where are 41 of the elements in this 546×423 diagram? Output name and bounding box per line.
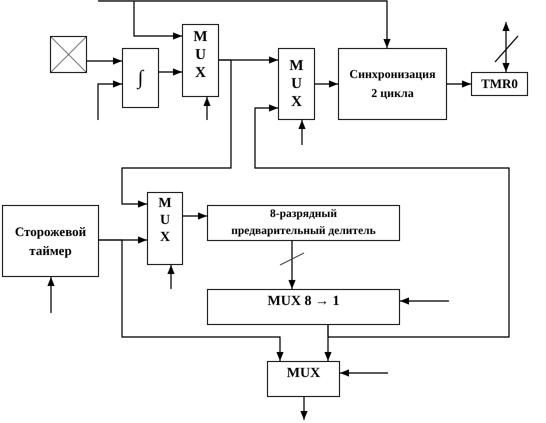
arrow: [502, 22, 510, 72]
multiplexer-block: [182, 24, 219, 97]
arrow: [99, 239, 284, 361]
arrow: [98, 0, 391, 48]
timer-register-block: [471, 72, 528, 96]
arrow: [300, 397, 308, 420]
block-label: MUX 8 → 1: [268, 293, 340, 310]
arrow: [121, 59, 232, 208]
arrow: [47, 277, 55, 313]
block-label: 8-разрядный предварительный делитель: [230, 207, 377, 239]
sync-block: [338, 48, 447, 120]
block-label: Синхронизация 2 цикла: [348, 66, 437, 102]
watchdog-block: [2, 205, 99, 277]
block-label: Сторожевой таймер: [14, 222, 88, 260]
arrow: [254, 104, 510, 338]
arrow: [87, 57, 122, 65]
arrow: [203, 97, 211, 120]
arrow: [298, 120, 306, 145]
block-label: ∫: [138, 66, 144, 90]
integrator-block: [122, 48, 159, 108]
multiplexer-block: [278, 48, 315, 120]
block-label: M U X: [158, 196, 172, 246]
block-label: MUX: [286, 365, 320, 382]
block-label: M U X: [289, 57, 304, 111]
arrow: [133, 1, 182, 40]
arrow: [288, 241, 296, 289]
arrow: [400, 297, 449, 305]
block-label: TMR0: [481, 76, 518, 92]
arrow: [167, 265, 175, 289]
block-label: M U X: [193, 28, 208, 82]
arrow: [315, 80, 338, 88]
crossed-box: [50, 36, 87, 73]
multiplexer-block: [207, 289, 400, 325]
arrow: [183, 212, 207, 220]
prescaler-block: [207, 205, 400, 241]
arrow: [159, 68, 182, 76]
multiplexer-block: [147, 192, 183, 265]
arrow: [97, 80, 122, 120]
arrow: [447, 80, 471, 88]
arrow: [340, 369, 388, 377]
multiplexer-block: [267, 361, 340, 397]
